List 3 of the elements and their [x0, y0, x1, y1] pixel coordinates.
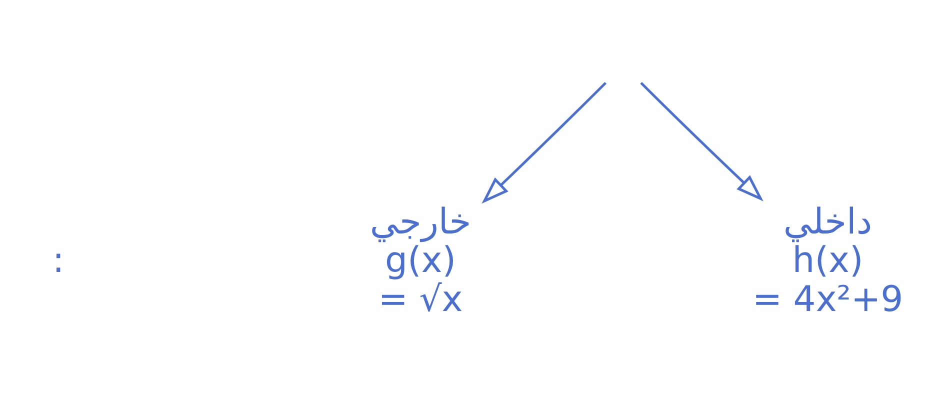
arrow [640, 82, 764, 202]
label: : [52, 240, 64, 282]
arrow [482, 82, 607, 204]
